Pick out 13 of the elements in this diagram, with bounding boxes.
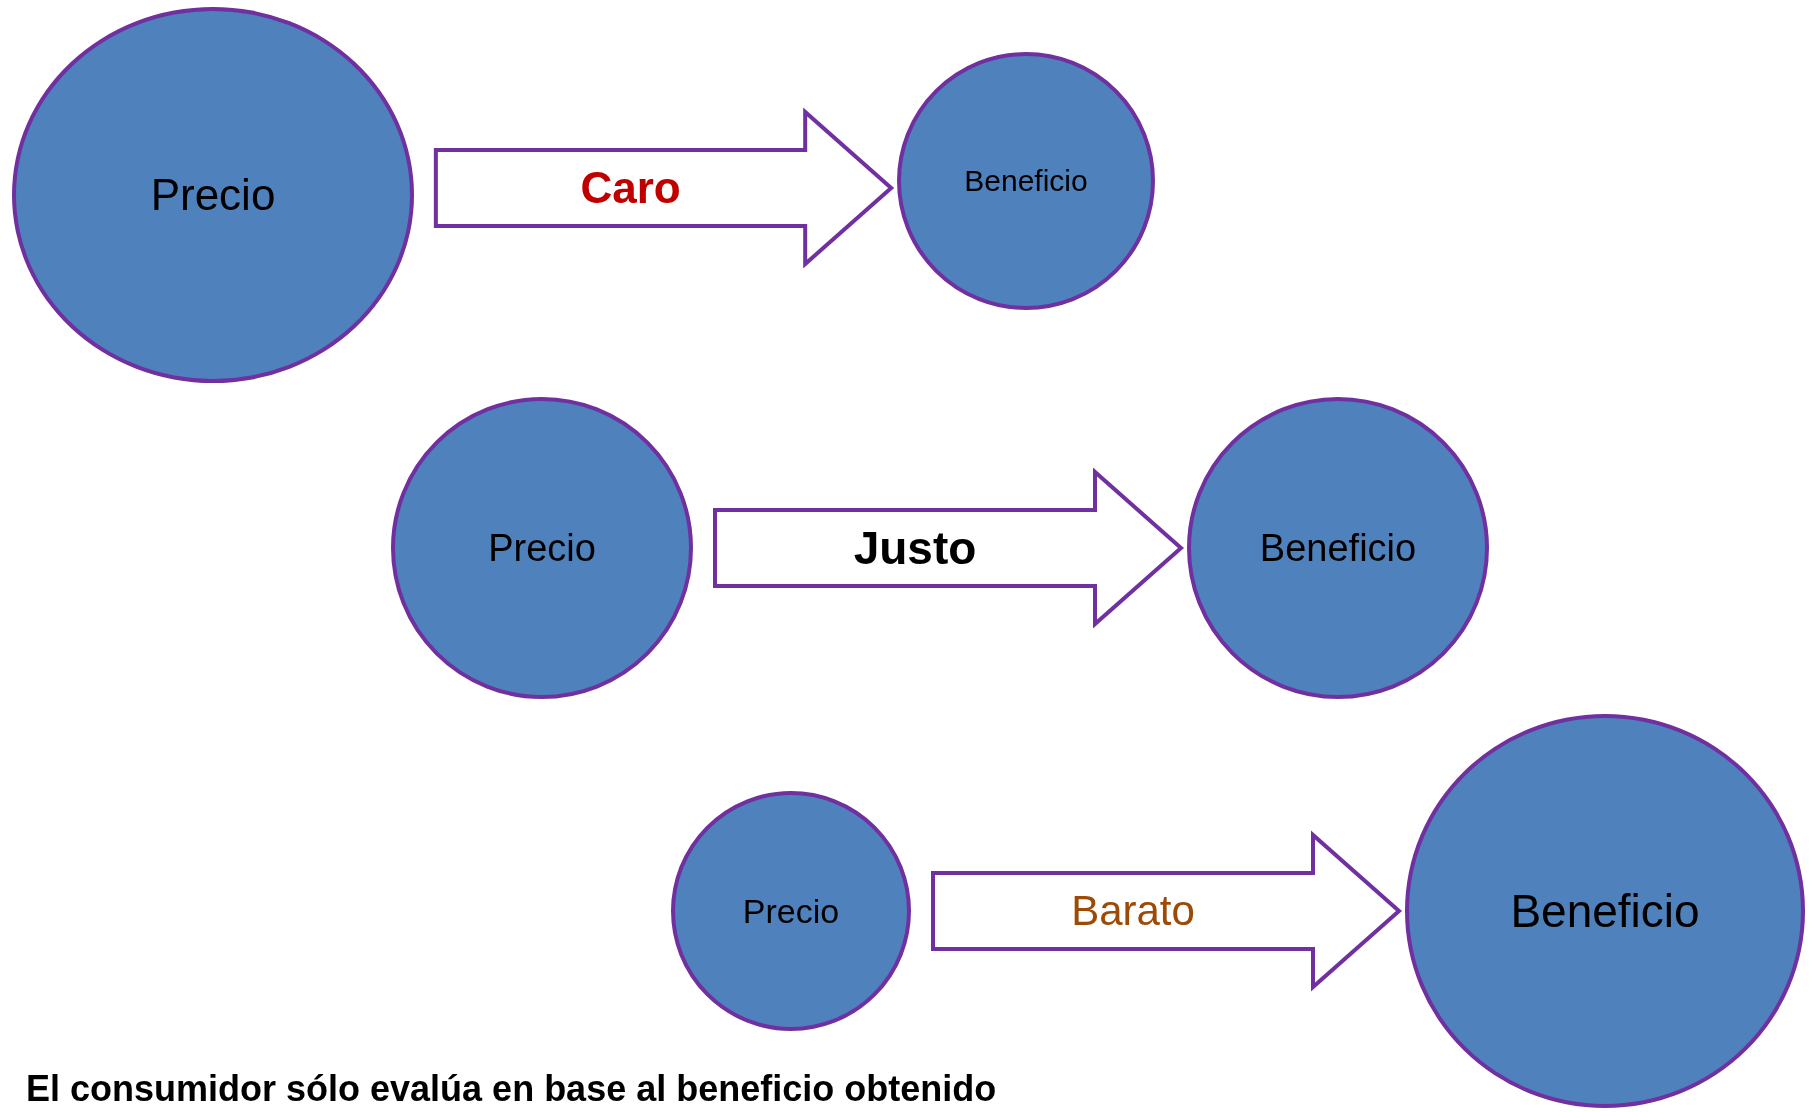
- circle-node: Precio: [671, 791, 911, 1031]
- circle-node: Precio: [12, 7, 414, 383]
- circle-node: Beneficio: [897, 52, 1155, 310]
- circle-node: Precio: [391, 397, 693, 699]
- caption: El consumidor sólo evalúa en base al beneficio obtenido: [26, 1068, 997, 1110]
- edge-label: Caro: [580, 163, 681, 213]
- circle-node: Beneficio: [1405, 714, 1805, 1108]
- block-arrow: [931, 830, 1403, 992]
- edge-label: Justo: [853, 521, 977, 575]
- circle-node: Beneficio: [1187, 397, 1489, 699]
- block-arrow: [433, 107, 895, 269]
- block-arrow: [713, 467, 1185, 629]
- edge-label: Barato: [1071, 887, 1195, 935]
